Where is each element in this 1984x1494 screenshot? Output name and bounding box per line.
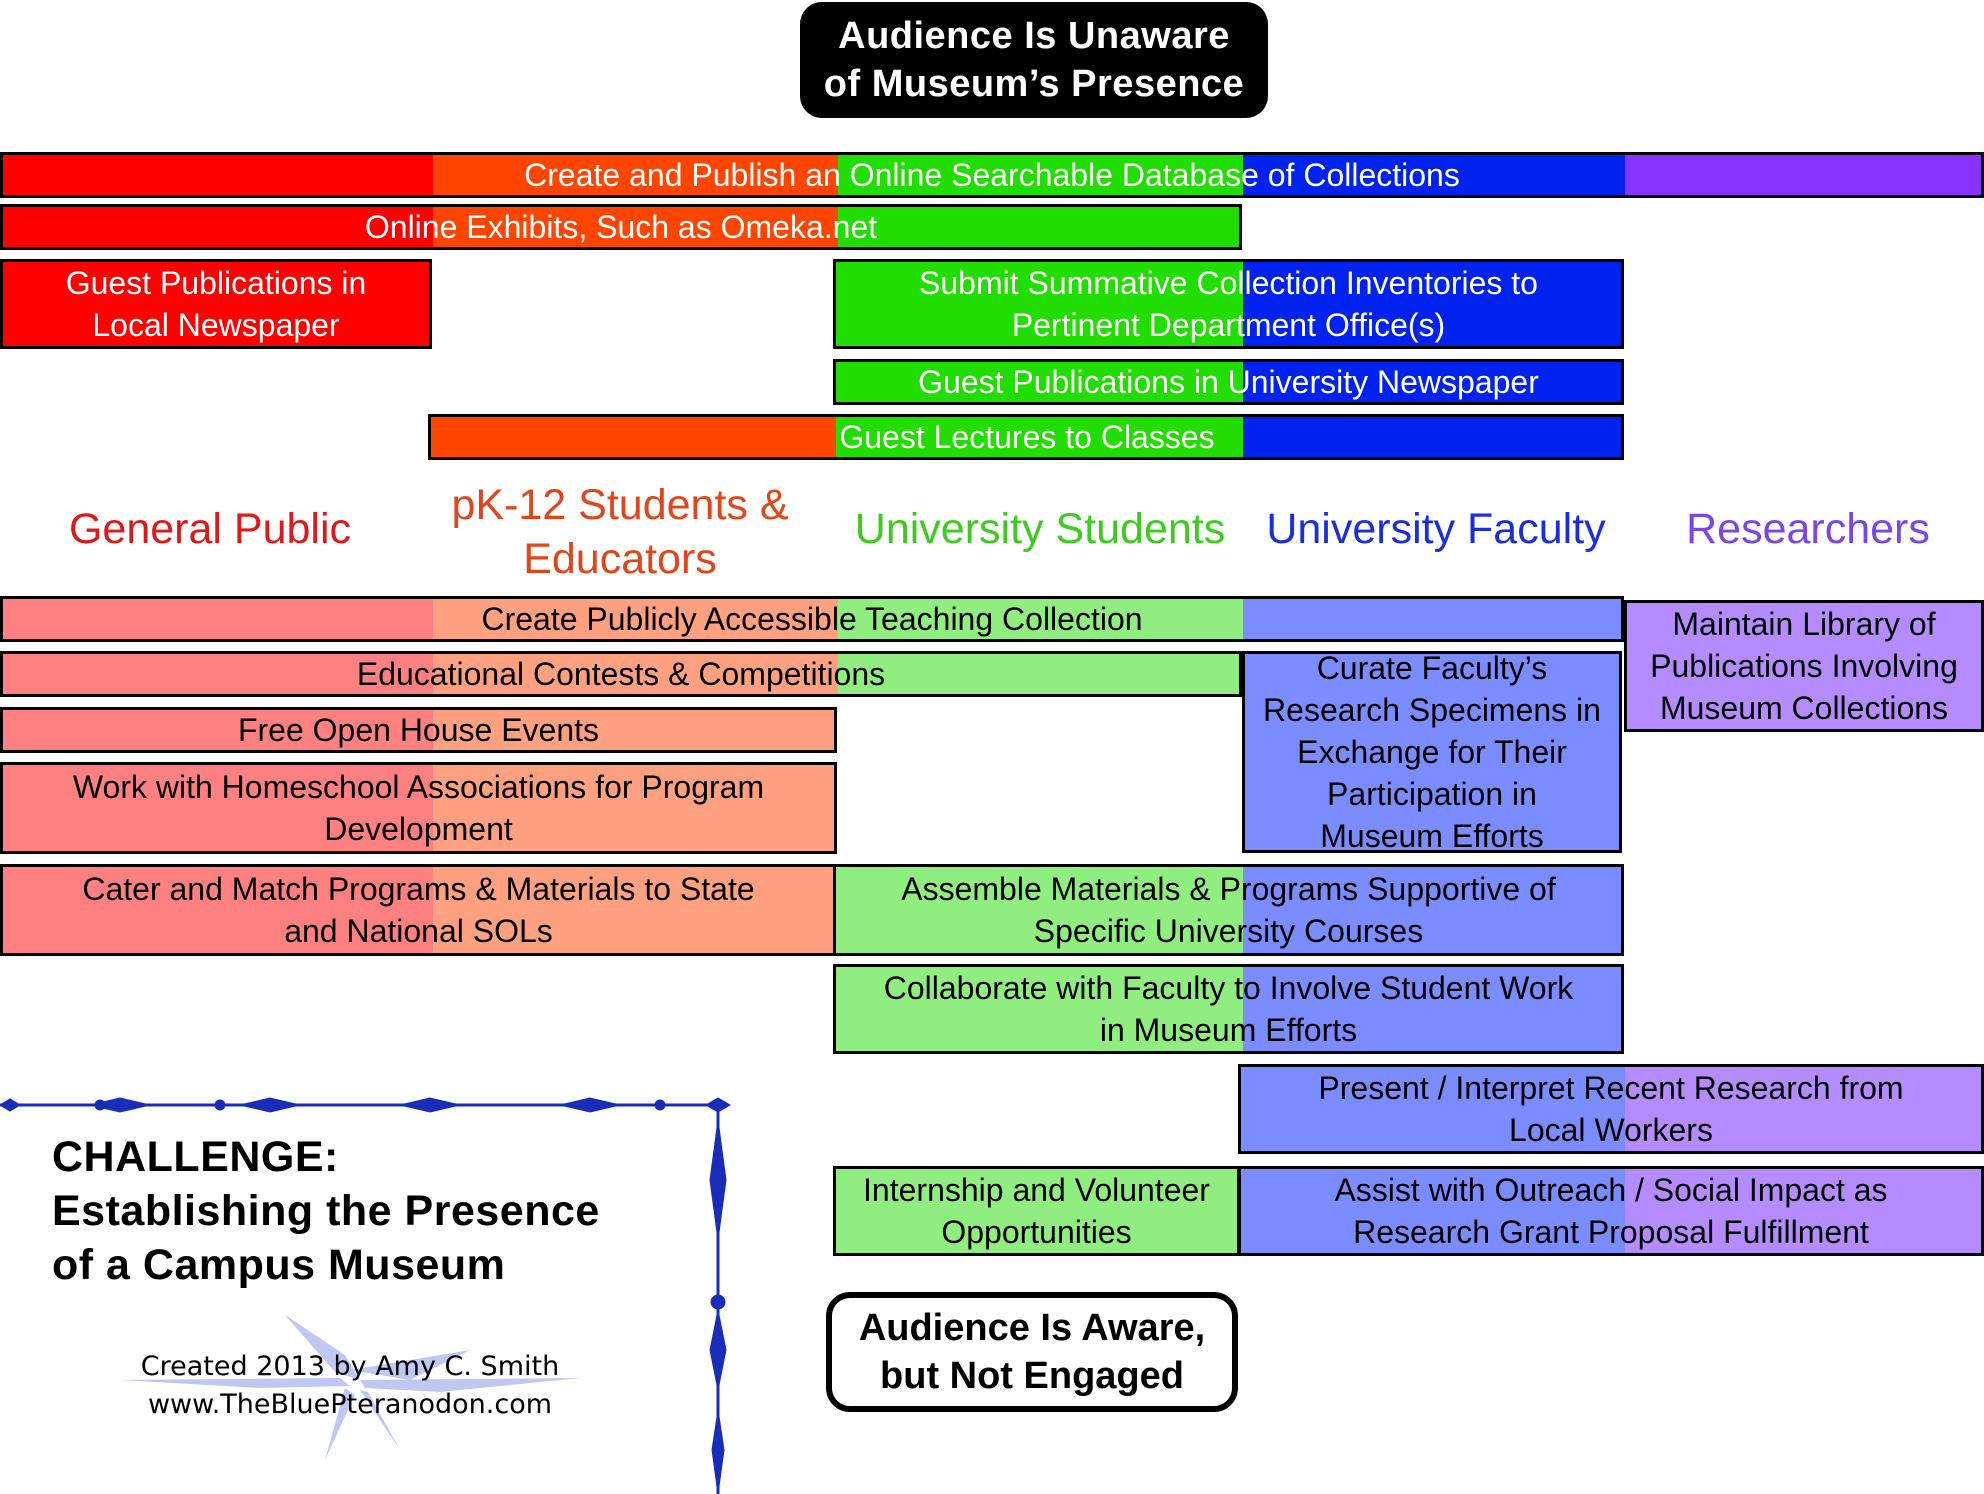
- bar-recent-research-line-2: Local Workers: [1509, 1112, 1713, 1148]
- bar-curate-specimens-line-1: Curate Faculty’s: [1316, 650, 1548, 686]
- bar-educational-contests: Educational Contests & Competitions: [0, 651, 1242, 697]
- frame-dot: [94, 1099, 106, 1111]
- bar-university-courses-line-2: Specific University Courses: [1033, 913, 1424, 949]
- bar-library-publications-line-3: Museum Collections: [1659, 690, 1949, 726]
- audience-pk12: pK-12 Students & Educators: [420, 478, 820, 586]
- bar-homeschool: Work with Homeschool Associations for Pr…: [0, 762, 837, 854]
- bar-collection-inventories-line-2: Pertinent Department Office(s): [1011, 307, 1446, 343]
- bar-collection-inventories: Submit Summative Collection Inventories …: [833, 259, 1624, 349]
- bar-online-database-label: Create and Publish an Online Searchable …: [524, 157, 1460, 193]
- bar-teaching-collection: Create Publicly Accessible Teaching Coll…: [0, 596, 1624, 642]
- credit-website-link[interactable]: www.TheBluePteranodon.com: [147, 1389, 553, 1420]
- header-unaware: Audience Is Unaware of Museum’s Presence: [800, 2, 1268, 118]
- bar-university-courses: Assemble Materials & Programs Supportive…: [833, 864, 1624, 956]
- bar-internship-line-2: Opportunities: [941, 1214, 1132, 1250]
- frame-diamond: [0, 1098, 21, 1112]
- bar-outreach-line-1: Assist with Outreach / Social Impact as: [1334, 1172, 1888, 1208]
- bar-collection-inventories-line-1: Submit Summative Collection Inventories …: [919, 265, 1538, 301]
- frame-dot: [654, 1099, 666, 1111]
- bar-university-newspaper-label: Guest Publications in University Newspap…: [918, 364, 1539, 400]
- header-line-2: of Museum’s Presence: [823, 63, 1245, 105]
- footer-aware-not-engaged: Audience Is Aware, but Not Engaged: [826, 1292, 1238, 1412]
- bar-internship: Internship and Volunteer Opportunities: [833, 1166, 1240, 1256]
- audience-pk12-line-1: pK-12 Students &: [451, 481, 789, 529]
- bar-local-newspaper-line-1: Guest Publications in: [65, 265, 367, 301]
- pteranodon-logo: [120, 1315, 580, 1460]
- footer-line-1: Audience Is Aware,: [858, 1307, 1206, 1349]
- bar-curate-specimens-line-5: Museum Efforts: [1320, 818, 1544, 854]
- bar-teaching-collection-label: Create Publicly Accessible Teaching Coll…: [481, 601, 1143, 637]
- bar-recent-research: Present / Interpret Recent Research from…: [1238, 1064, 1984, 1154]
- bar-curate-specimens-line-4: Participation in: [1327, 776, 1537, 812]
- frame-dot: [214, 1099, 226, 1111]
- bar-open-house: Free Open House Events: [0, 707, 837, 753]
- bar-online-exhibits: Online Exhibits, Such as Omeka.net: [0, 204, 1242, 250]
- decorative-frame: [0, 1097, 731, 1494]
- bar-open-house-label: Free Open House Events: [237, 712, 600, 748]
- frame-diamond: [239, 1097, 301, 1113]
- frame-diamond: [559, 1097, 621, 1113]
- audience-general-public: General Public: [68, 505, 352, 553]
- bar-local-newspaper: Guest Publications in Local Newspaper: [0, 259, 432, 349]
- challenge-title: CHALLENGE: Establishing the Presence of …: [52, 1130, 600, 1292]
- bar-state-sols: Cater and Match Programs & Materials to …: [0, 864, 837, 956]
- bar-state-sols-line-1: Cater and Match Programs & Materials to …: [82, 871, 755, 907]
- bar-online-exhibits-label: Online Exhibits, Such as Omeka.net: [364, 209, 878, 245]
- frame-diamond: [711, 1409, 725, 1494]
- bar-student-work: Collaborate with Faculty to Involve Stud…: [833, 964, 1624, 1054]
- audience-pk12-line-2: Educators: [523, 535, 717, 583]
- frame-dot: [710, 1294, 726, 1310]
- audience-university-students: University Students: [854, 505, 1226, 553]
- bar-online-database: Create and Publish an Online Searchable …: [0, 152, 1984, 198]
- bar-curate-specimens: Curate Faculty’s Research Specimens in E…: [1242, 650, 1622, 854]
- frame-diamond: [705, 1097, 731, 1113]
- bar-internship-line-1: Internship and Volunteer: [863, 1172, 1210, 1208]
- footer-line-2: but Not Engaged: [880, 1355, 1184, 1397]
- credit-line-1: Created 2013 by Amy C. Smith: [140, 1351, 560, 1382]
- bar-outreach-line-2: Research Grant Proposal Fulfillment: [1353, 1214, 1869, 1250]
- bar-student-work-line-1: Collaborate with Faculty to Involve Stud…: [883, 970, 1574, 1006]
- bar-student-work-line-2: in Museum Efforts: [1099, 1012, 1358, 1048]
- audience-researchers: Researchers: [1686, 505, 1930, 553]
- header-line-1: Audience Is Unaware: [838, 15, 1230, 57]
- bar-homeschool-line-2: Development: [324, 811, 513, 847]
- credit-block: Created 2013 by Amy C. Smith www.TheBlue…: [120, 1348, 580, 1424]
- bar-local-newspaper-line-2: Local Newspaper: [92, 307, 340, 343]
- frame-diamond: [709, 1119, 727, 1241]
- bar-university-courses-line-1: Assemble Materials & Programs Supportive…: [901, 871, 1556, 907]
- bar-homeschool-line-1: Work with Homeschool Associations for Pr…: [72, 769, 765, 805]
- bar-library-publications: Maintain Library of Publications Involvi…: [1624, 600, 1984, 732]
- bar-curate-specimens-line-2: Research Specimens in: [1263, 692, 1601, 728]
- bar-outreach: Assist with Outreach / Social Impact as …: [1238, 1166, 1984, 1256]
- bar-guest-lectures-label: Guest Lectures to Classes: [839, 419, 1215, 455]
- frame-diamond: [709, 1309, 727, 1391]
- challenge-line-1: CHALLENGE:: [52, 1133, 339, 1181]
- bar-curate-specimens-line-3: Exchange for Their: [1297, 734, 1567, 770]
- bar-library-publications-line-1: Maintain Library of: [1672, 606, 1936, 642]
- bar-state-sols-line-2: and National SOLs: [284, 913, 553, 949]
- challenge-line-3: of a Campus Museum: [52, 1241, 506, 1289]
- audience-university-faculty: University Faculty: [1266, 505, 1606, 553]
- frame-diamond: [399, 1097, 461, 1113]
- bar-guest-lectures: Guest Lectures to Classes: [428, 414, 1624, 460]
- bar-educational-contests-label: Educational Contests & Competitions: [356, 656, 886, 692]
- frame-diamond: [89, 1097, 151, 1113]
- bar-library-publications-line-2: Publications Involving: [1650, 648, 1958, 684]
- bar-university-newspaper: Guest Publications in University Newspap…: [833, 359, 1624, 405]
- bar-recent-research-line-1: Present / Interpret Recent Research from: [1318, 1070, 1904, 1106]
- challenge-line-2: Establishing the Presence: [52, 1187, 600, 1235]
